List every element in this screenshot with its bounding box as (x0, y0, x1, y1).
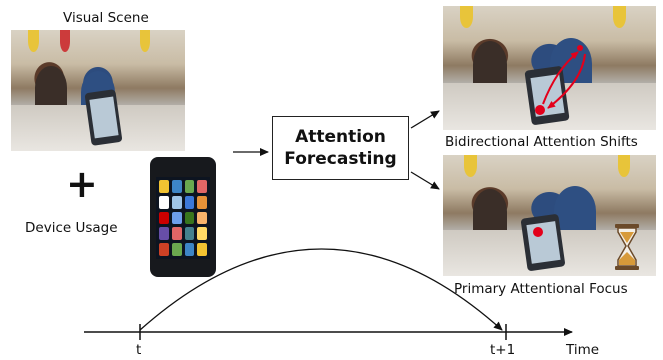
visual-scene-image (11, 30, 185, 151)
forecast-arc (139, 248, 503, 331)
attention-shift-up (542, 51, 579, 105)
model-title-line1: Attention (295, 127, 386, 147)
attention-forecasting-box: Attention Forecasting (272, 116, 409, 180)
time-label-t-plus-1: t+1 (490, 342, 516, 358)
bidirectional-shifts-label: Bidirectional Attention Shifts (445, 134, 638, 150)
primary-focus-point (533, 227, 543, 237)
time-label-t: t (136, 342, 142, 358)
device-usage-label: Device Usage (25, 220, 118, 236)
output-arrow-bottom (410, 171, 440, 190)
smartphone-image (150, 157, 216, 277)
attention-point-person (577, 45, 583, 51)
attention-point-phone (535, 105, 545, 115)
plus-symbol: + (66, 162, 98, 206)
hourglass-icon (615, 224, 639, 270)
model-title-line2: Forecasting (284, 149, 397, 169)
visual-scene-label: Visual Scene (63, 10, 149, 26)
primary-focus-label: Primary Attentional Focus (454, 281, 628, 297)
attention-shift-down (547, 53, 586, 109)
output-arrow-top (410, 110, 440, 129)
time-axis-label: Time (566, 342, 600, 358)
